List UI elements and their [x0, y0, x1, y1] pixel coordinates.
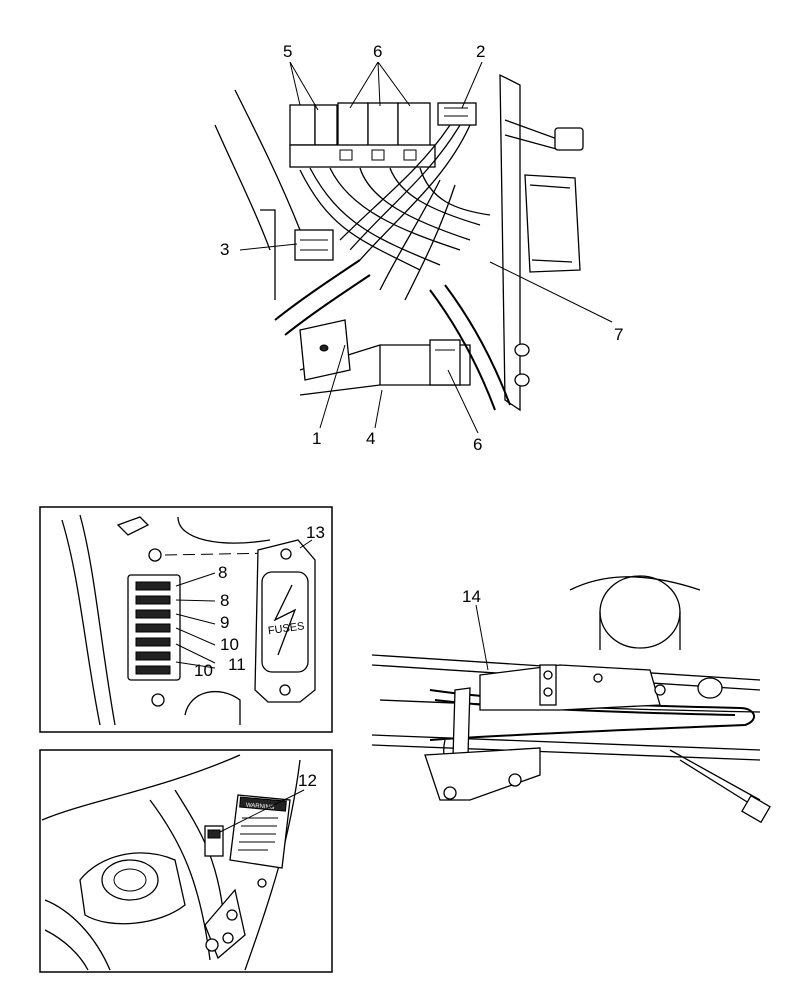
callout-11: 11 [228, 655, 246, 674]
callout-9: 9 [220, 613, 229, 632]
warning-decal-text: WARNING [246, 803, 276, 812]
harness-view: 5 6 2 3 1 4 6 7 [214, 42, 623, 454]
callout-13: 13 [306, 523, 325, 542]
fuse-row [135, 581, 171, 675]
callout-12: 12 [298, 771, 317, 790]
callout-14: 14 [462, 587, 481, 606]
callout-1: 1 [312, 429, 321, 448]
relay-block [289, 102, 436, 168]
callout-6: 6 [373, 42, 382, 61]
callout-6-lower: 6 [473, 435, 482, 454]
callout-10-upper: 10 [220, 635, 239, 654]
callout-5: 5 [283, 42, 292, 61]
callout-4: 4 [366, 429, 375, 448]
fuse-cover-label: FUSES [267, 620, 305, 637]
wire-bundle [299, 124, 491, 301]
callout-2: 2 [476, 42, 485, 61]
callout-10-lower: 10 [194, 661, 213, 680]
callout-7: 7 [614, 325, 623, 344]
callout-8-top: 8 [218, 563, 227, 582]
callout-3: 3 [220, 240, 229, 259]
chassis-view: 14 [371, 575, 771, 824]
callout-8: 8 [220, 591, 229, 610]
fuse-panel-inset: FUSES 8 8 9 10 11 10 13 [39, 506, 333, 733]
engine-bay-inset: WARNING 12 [39, 749, 333, 973]
warning-decal: WARNING [229, 794, 291, 869]
